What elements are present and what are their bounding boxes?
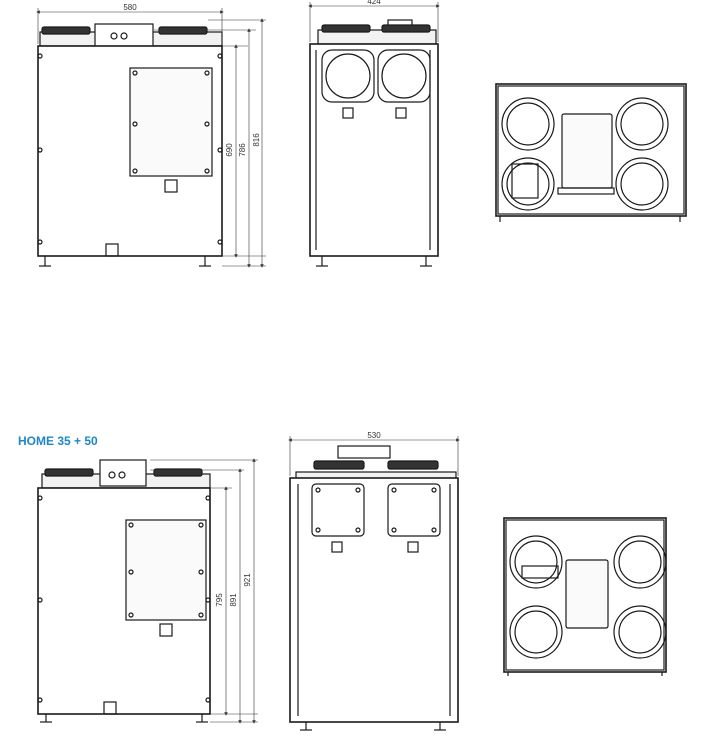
top-front-view [37,23,223,267]
dim-top-front-height-total: 816 [252,133,261,147]
dim-bottom-front-height-total: 921 [243,573,252,587]
dim-top-side-width: 424 [367,0,381,6]
bottom-front-view [37,459,211,723]
top-plan-view [495,83,687,222]
dim-top-front-height-body: 786 [238,143,247,157]
section-title: HOME 35 + 50 [18,434,98,448]
dim-bottom-side-width: 530 [367,431,381,440]
dim-bottom-front-height-body: 891 [229,593,238,607]
bottom-side-view [289,445,459,731]
top-side-view [309,19,439,267]
dim-top-front-height-panel: 690 [225,143,234,157]
dim-bottom-front-height-panel: 795 [215,593,224,607]
bottom-plan-view [503,517,667,676]
dim-top-front-width: 580 [123,3,137,12]
